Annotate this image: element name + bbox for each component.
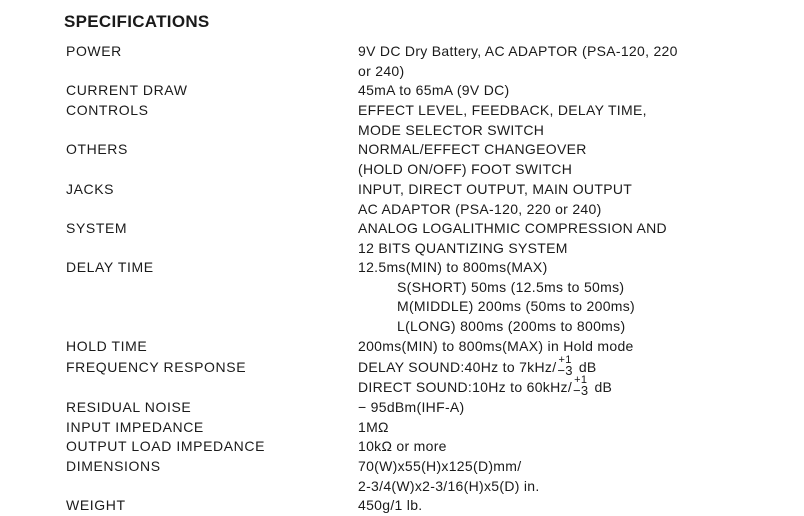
spec-line-delay-sound: DELAY SOUND:40Hz to 7kHz/+1−3 dB xyxy=(358,354,788,378)
spec-label-current-draw: CURRENT DRAW xyxy=(66,82,188,98)
db-unit: dB xyxy=(594,378,613,395)
spec-label-hold-time: HOLD TIME xyxy=(66,338,148,354)
spec-label-output-load-impedance: OUTPUT LOAD IMPEDANCE xyxy=(66,438,266,454)
tolerance-low: −3 xyxy=(557,363,573,378)
spec-line: 12.5ms(MIN) to 800ms(MAX) xyxy=(358,259,548,275)
spec-values-current-draw: 45mA to 65mA (9V DC) xyxy=(358,81,788,101)
tolerance-high: +1 xyxy=(574,373,588,386)
delay-sound-text: DELAY SOUND:40Hz to 7kHz/ xyxy=(358,359,557,376)
spec-line: ANALOG LOGALITHMIC COMPRESSION AND xyxy=(358,220,667,236)
spec-values-input-impedance: 1MΩ xyxy=(358,418,788,438)
spec-line: 2-3/4(W)x2-3/16(H)x5(D) in. xyxy=(358,477,540,494)
spec-values-system: ANALOG LOGALITHMIC COMPRESSION AND 12 BI… xyxy=(358,219,788,258)
tolerance-high: +1 xyxy=(558,354,572,366)
spec-line: EFFECT LEVEL, FEEDBACK, DELAY TIME, xyxy=(358,102,647,118)
spec-line: 200ms(MIN) to 800ms(MAX) in Hold mode xyxy=(358,338,634,354)
spec-values-residual-noise: − 95dBm(IHF-A) xyxy=(358,398,788,418)
db-unit: dB xyxy=(578,359,597,376)
spec-line-mode-short: S(SHORT) 50ms (12.5ms to 50ms) xyxy=(397,278,625,295)
spec-line: or 240) xyxy=(358,62,405,79)
spec-line-mode-long: L(LONG) 800ms (200ms to 800ms) xyxy=(397,317,626,334)
spec-line: NORMAL/EFFECT CHANGEOVER xyxy=(358,141,587,157)
spec-label-controls: CONTROLS xyxy=(66,102,149,118)
spec-values-dimensions: 70(W)x55(H)x125(D)mm/ 2-3/4(W)x2-3/16(H)… xyxy=(358,457,788,496)
spec-values-controls: EFFECT LEVEL, FEEDBACK, DELAY TIME, MODE… xyxy=(358,101,788,140)
direct-sound-text: DIRECT SOUND:10Hz to 60kHz/ xyxy=(358,378,573,395)
spec-line: 12 BITS QUANTIZING SYSTEM xyxy=(358,239,568,256)
spec-label-others: OTHERS xyxy=(66,141,128,157)
spec-line: AC ADAPTOR (PSA-120, 220 or 240) xyxy=(358,200,602,217)
spec-line: 70(W)x55(H)x125(D)mm/ xyxy=(358,458,522,474)
spec-line: 1MΩ xyxy=(358,419,389,435)
delay-sound-tolerance: +1−3 xyxy=(557,354,573,378)
spec-label-weight: WEIGHT xyxy=(66,497,126,513)
spec-line: MODE SELECTOR SWITCH xyxy=(358,121,545,138)
spec-values-others: NORMAL/EFFECT CHANGEOVER (HOLD ON/OFF) F… xyxy=(358,140,788,179)
spec-values-hold-time: 200ms(MIN) to 800ms(MAX) in Hold mode xyxy=(358,337,788,357)
spec-label-residual-noise: RESIDUAL NOISE xyxy=(66,399,192,415)
spec-values-power: 9V DC Dry Battery, AC ADAPTOR (PSA-120, … xyxy=(358,42,788,81)
spec-line: (HOLD ON/OFF) FOOT SWITCH xyxy=(358,160,573,177)
tolerance-low: −3 xyxy=(573,382,589,398)
page-title: SPECIFICATIONS xyxy=(64,12,210,31)
spec-line-direct-sound: DIRECT SOUND:10Hz to 60kHz/+1−3 dB xyxy=(358,373,788,398)
spec-line: 45mA to 65mA (9V DC) xyxy=(358,82,510,98)
spec-line: 9V DC Dry Battery, AC ADAPTOR (PSA-120, … xyxy=(358,43,678,59)
spec-values-delay-time: 12.5ms(MIN) to 800ms(MAX) S(SHORT) 50ms … xyxy=(358,258,788,336)
spec-label-input-impedance: INPUT IMPEDANCE xyxy=(66,419,204,435)
spec-line: − 95dBm(IHF-A) xyxy=(358,399,465,415)
spec-line-mode-middle: M(MIDDLE) 200ms (50ms to 200ms) xyxy=(397,298,636,315)
spec-label-system: SYSTEM xyxy=(66,220,128,236)
spec-line: 450g/1 lb. xyxy=(358,497,423,513)
spec-values-jacks: INPUT, DIRECT OUTPUT, MAIN OUTPUT AC ADA… xyxy=(358,180,788,219)
direct-sound-tolerance: +1−3 xyxy=(573,373,589,398)
spec-label-jacks: JACKS xyxy=(66,181,115,197)
spec-label-delay-time: DELAY TIME xyxy=(66,259,154,275)
spec-line: INPUT, DIRECT OUTPUT, MAIN OUTPUT xyxy=(358,181,633,197)
spec-line: 10kΩ or more xyxy=(358,438,447,454)
spec-label-power: POWER xyxy=(66,43,122,59)
spec-values-weight: 450g/1 lb. xyxy=(358,496,788,516)
spec-label-frequency-response: FREQUENCY RESPONSE xyxy=(66,359,247,375)
spec-label-dimensions: DIMENSIONS xyxy=(66,458,161,474)
spec-values-output-load-impedance: 10kΩ or more xyxy=(358,437,788,457)
